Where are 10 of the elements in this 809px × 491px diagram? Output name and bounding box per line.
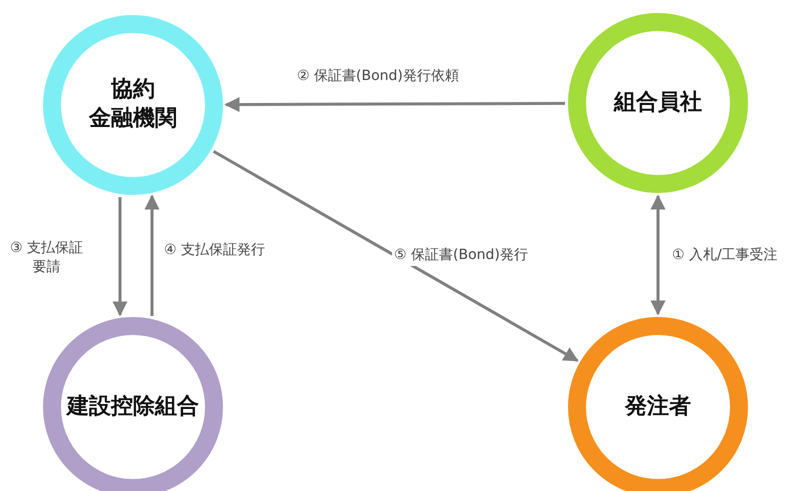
edge-label: ⑤ 保証書(Bond)発行 [392, 245, 530, 266]
node-label: 組合員社 [614, 88, 702, 117]
arrow [224, 97, 565, 112]
arrow [650, 194, 666, 316]
arrow [144, 194, 160, 316]
node-label: 建設控除組合 [67, 392, 199, 421]
arrow [112, 197, 128, 316]
node-label: 協約金融機関 [89, 76, 177, 133]
arrow [212, 150, 579, 362]
node-label: 発注者 [625, 392, 691, 421]
